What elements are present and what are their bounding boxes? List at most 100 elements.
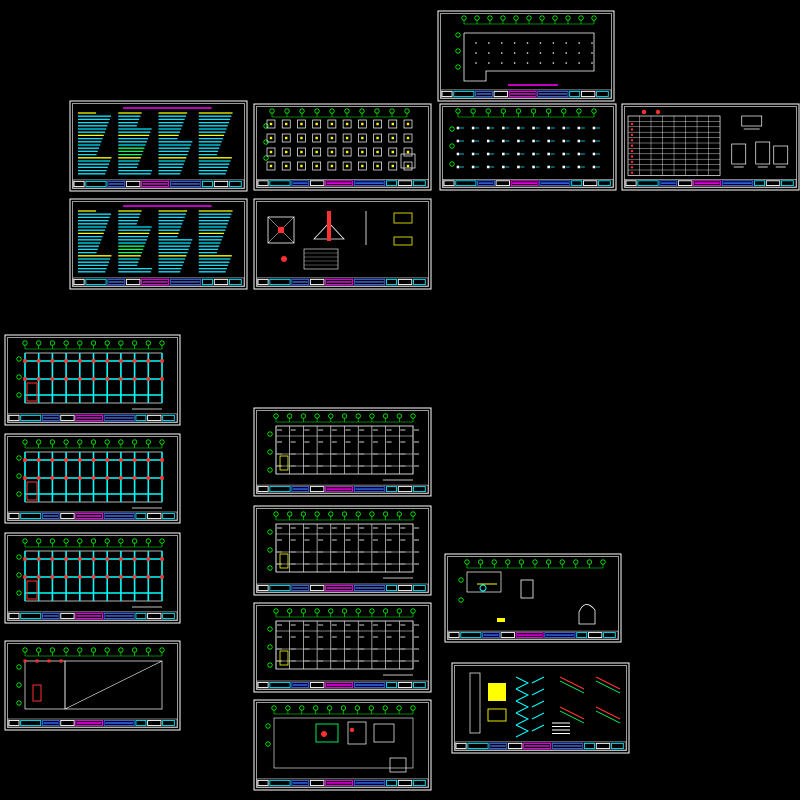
column-stub xyxy=(391,164,394,168)
column-mark xyxy=(502,152,505,156)
column xyxy=(23,575,27,579)
sheet-border xyxy=(253,699,432,791)
pile-mark xyxy=(578,42,580,44)
title-block-cell xyxy=(309,779,325,786)
drawing-sheet-floor-framing[interactable] xyxy=(4,334,181,426)
sheet-inner-border xyxy=(624,106,797,188)
title-block-cell xyxy=(397,180,413,186)
drawing-sheet-beam-plan[interactable] xyxy=(253,505,432,596)
pile-mark xyxy=(526,62,529,64)
drawing-sheet-stair-details[interactable] xyxy=(253,699,432,791)
pile-mark xyxy=(552,62,555,64)
footing xyxy=(312,133,322,143)
title-block-cell xyxy=(147,414,162,421)
column xyxy=(50,476,55,480)
grid-bubble xyxy=(287,413,293,419)
drawing-sheet-beam-plan[interactable] xyxy=(253,407,432,497)
title-block-cell xyxy=(677,180,693,186)
column-stub xyxy=(300,122,303,126)
title-block-cell xyxy=(20,414,42,421)
drawing-sheet-floor-framing[interactable] xyxy=(4,532,181,624)
grid-bubble xyxy=(16,590,22,596)
sheet-inner-border xyxy=(256,106,429,188)
title-block-cell xyxy=(413,779,426,786)
stair-tread-detail xyxy=(559,710,585,724)
grid-bubble xyxy=(118,439,124,445)
title-block-cell xyxy=(125,278,141,285)
drawing-sheet-beam-plan-details[interactable] xyxy=(444,553,622,643)
drawing-sheet-foundation-plan[interactable] xyxy=(253,103,432,191)
title-block-cell xyxy=(537,90,569,97)
drawing-sheet-stair-sections[interactable] xyxy=(451,662,630,754)
column xyxy=(146,359,151,363)
column-mark xyxy=(562,139,566,143)
title-block-cell xyxy=(75,720,103,726)
stair-rebar-detail xyxy=(595,676,621,690)
drawing-sheet-design-notes[interactable] xyxy=(69,198,248,290)
title-block-cell xyxy=(413,180,426,186)
column-stub xyxy=(330,136,334,140)
column xyxy=(132,557,137,561)
grid-bubble xyxy=(16,374,22,380)
drawing-sheet-column-grid[interactable] xyxy=(439,103,617,191)
sheet-border xyxy=(437,10,615,102)
grid-bubble xyxy=(458,577,464,583)
column xyxy=(146,575,151,579)
drawing-sheet-partial-plan[interactable] xyxy=(4,640,181,731)
footing xyxy=(388,119,398,129)
title-block-cell xyxy=(453,90,475,97)
title-block-cell xyxy=(475,90,493,97)
drawing-sheet-foundation-outline[interactable] xyxy=(437,10,615,102)
title-block-cell xyxy=(325,278,354,285)
title-block-cell xyxy=(147,612,162,619)
grid-bubble xyxy=(118,340,124,346)
column-stub xyxy=(376,164,379,168)
title-block-cell xyxy=(162,720,175,726)
schedule-marker xyxy=(641,109,647,115)
column-mark xyxy=(486,165,490,169)
stair-flight xyxy=(531,676,545,684)
column xyxy=(64,557,68,561)
title-block-cell xyxy=(353,585,386,591)
pile-mark xyxy=(500,62,503,64)
stair-opening xyxy=(32,684,42,702)
drawing-sheet-schedule-table[interactable] xyxy=(621,103,800,191)
title-block-cell xyxy=(539,180,571,186)
stair-rebar-detail xyxy=(559,706,585,720)
grid-bubble xyxy=(104,340,110,346)
footing xyxy=(312,147,322,157)
footing xyxy=(403,119,413,129)
title-block-cell xyxy=(544,632,576,638)
drawing-sheet-design-notes[interactable] xyxy=(69,100,248,192)
drawing-sheet-floor-framing[interactable] xyxy=(4,433,181,524)
footing xyxy=(373,161,382,171)
title-block-cell xyxy=(135,612,147,619)
column xyxy=(23,458,27,462)
column-mark xyxy=(592,165,596,169)
title-block-cell xyxy=(325,486,354,492)
title-block-cell xyxy=(257,486,269,492)
column xyxy=(35,659,39,663)
sheet-border xyxy=(4,640,181,731)
column-stub xyxy=(345,164,349,168)
drawing-sheet-foundation-details[interactable] xyxy=(253,198,432,290)
drawing-sheet-beam-plan[interactable] xyxy=(253,602,432,693)
grid-bubble xyxy=(145,340,151,346)
footing xyxy=(312,119,322,129)
column-stub xyxy=(361,136,364,140)
detail-marker xyxy=(497,618,505,622)
pile-mark xyxy=(513,52,516,54)
grid-bubble xyxy=(455,32,461,38)
floor-outline xyxy=(273,717,414,769)
column xyxy=(105,458,109,462)
sheet-border xyxy=(253,103,432,191)
column-stub xyxy=(285,164,288,168)
column-stub xyxy=(300,164,303,168)
column xyxy=(119,359,123,363)
column-mark xyxy=(471,152,475,156)
title-block-cell xyxy=(269,779,291,786)
column xyxy=(64,377,68,381)
pile-mark xyxy=(513,62,516,64)
column-stub xyxy=(315,150,318,154)
column xyxy=(64,359,68,363)
